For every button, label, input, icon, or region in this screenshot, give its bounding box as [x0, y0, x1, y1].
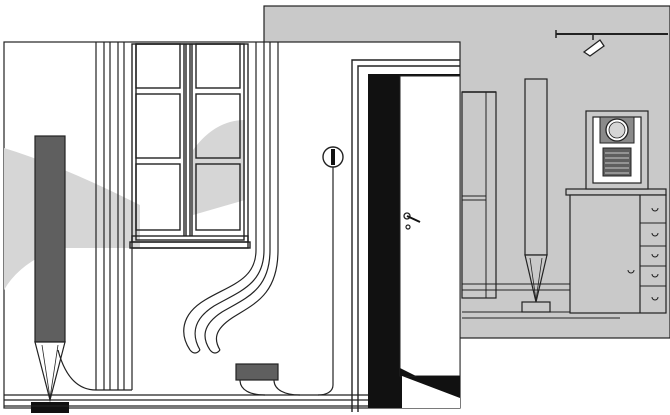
window-light-patch-right	[193, 120, 245, 215]
floor-speaker-icon	[31, 135, 69, 413]
floor-cable-run	[4, 394, 368, 407]
spotlight-icon	[555, 30, 668, 57]
vertical-cable-duct	[95, 42, 133, 391]
speaker-base	[31, 402, 69, 413]
music-system-icon	[585, 110, 649, 190]
front-room-panel	[3, 41, 461, 413]
wall-socket-icon	[317, 146, 344, 396]
sideboard	[565, 188, 667, 314]
speaker-cable	[57, 349, 97, 391]
back-room-shelf	[461, 91, 497, 299]
curved-cable-bundle	[183, 42, 279, 354]
junction-box-icon	[235, 363, 301, 396]
door-handle-icon	[403, 212, 421, 230]
floor-speaker-icon	[521, 78, 551, 313]
door	[351, 59, 461, 412]
window	[129, 43, 251, 249]
